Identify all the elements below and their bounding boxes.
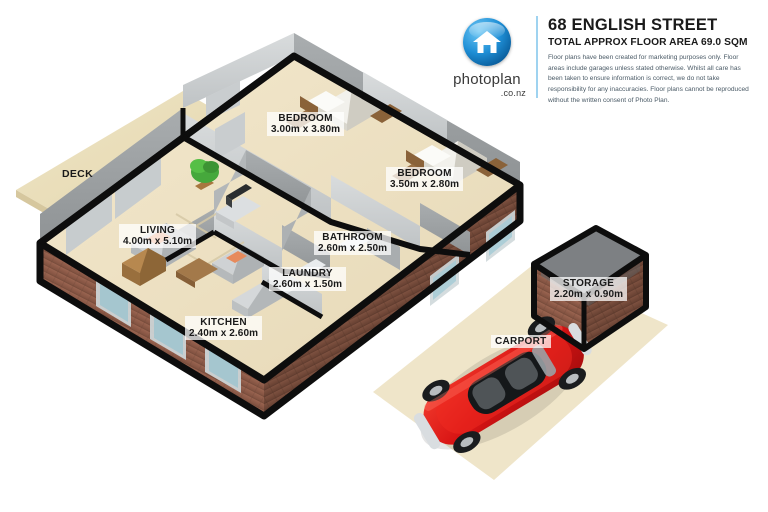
room-label-living: LIVING 4.00m x 5.10m [119, 224, 197, 249]
television [226, 184, 252, 200]
room-label-carport: CARPORT [491, 335, 551, 349]
floor-area-subtitle: TOTAL APPROX FLOOR AREA 69.0 SQM [548, 37, 748, 49]
header-divider [536, 16, 538, 98]
house-floor [40, 56, 520, 380]
title-block: 68 ENGLISH STREET TOTAL APPROX FLOOR ARE… [548, 14, 764, 107]
room-label-bedroom2: BEDROOM 3.50m x 2.80m [386, 167, 464, 192]
tv-stand [216, 196, 261, 222]
rear-bumper [413, 412, 441, 450]
windscreen [531, 344, 557, 377]
bed-end [370, 104, 402, 123]
disclaimer-text: Floor plans have been created for market… [548, 54, 749, 104]
room-label-storage: STORAGE 2.20m x 0.90m [550, 277, 628, 302]
coffee-table [176, 258, 218, 282]
room-label-laundry: LAUNDRY 2.60m x 1.50m [269, 267, 347, 292]
slider-door [115, 156, 161, 219]
house-glyph-icon [473, 31, 501, 53]
header: photoplan .co.nz 68 ENGLISH STREET TOTAL… [444, 14, 764, 106]
headboard [406, 150, 424, 172]
logo-tld: .co.nz [500, 88, 526, 98]
wardrobe [215, 112, 245, 160]
room-label-bedroom1: BEDROOM 3.00m x 3.80m [267, 112, 345, 137]
room-label-deck: DECK [62, 168, 93, 180]
page-title: 68 ENGLISH STREET [548, 16, 718, 34]
seat [504, 357, 538, 390]
cushion [226, 251, 247, 263]
pillow [414, 145, 451, 166]
room-label-kitchen: KITCHEN 2.40m x 2.60m [185, 316, 263, 341]
seat [472, 377, 506, 410]
slider-door [66, 192, 112, 255]
photoplan-logo[interactable]: photoplan .co.nz [444, 14, 530, 98]
house-logo-icon [463, 18, 511, 66]
logo-wordmark: photoplan [453, 71, 521, 88]
room-label-bathroom: BATHROOM 2.60m x 2.50m [314, 231, 392, 256]
pillow [308, 91, 345, 112]
